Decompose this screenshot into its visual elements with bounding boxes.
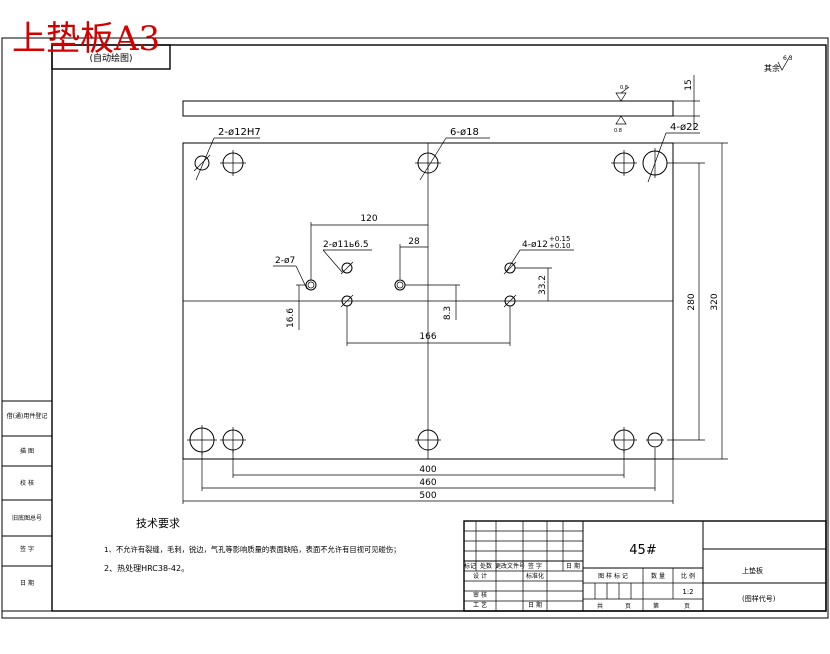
svg-text:标记: 标记 bbox=[464, 562, 476, 570]
svg-text:166: 166 bbox=[419, 332, 436, 342]
svg-text:工 艺: 工 艺 bbox=[473, 601, 487, 609]
dim-120: 120 bbox=[310, 214, 428, 280]
svg-text:500: 500 bbox=[419, 491, 436, 501]
svg-text:460: 460 bbox=[419, 478, 436, 488]
dim-400: 400 bbox=[232, 450, 625, 478]
svg-text:旧底图总号: 旧底图总号 bbox=[12, 514, 42, 522]
svg-text:处数: 处数 bbox=[480, 562, 492, 570]
svg-text:页: 页 bbox=[625, 603, 631, 610]
svg-text:更改文件号: 更改文件号 bbox=[495, 562, 525, 570]
dim-500: 500 bbox=[182, 459, 674, 504]
svg-text:比 例: 比 例 bbox=[681, 572, 695, 580]
title-block: 45# 上垫板 (图样代号) 标记 处数 更改文件号 签 字 日 期 设 计 标… bbox=[463, 520, 827, 612]
svg-text:6-ø18: 6-ø18 bbox=[450, 127, 479, 138]
roughness-top-symbol: 0.8 bbox=[615, 85, 630, 102]
svg-text:2-ø11ь6.5: 2-ø11ь6.5 bbox=[323, 240, 369, 250]
dim-460: 460 bbox=[201, 448, 656, 491]
roughness-bottom-symbol: 0.8 bbox=[614, 115, 627, 134]
svg-text:校 核: 校 核 bbox=[20, 479, 34, 487]
dim-thickness: 15 bbox=[684, 79, 694, 90]
svg-text:+0.10: +0.10 bbox=[549, 242, 570, 250]
drawing-number: (图样代号) bbox=[742, 594, 776, 603]
svg-text:审 核: 审 核 bbox=[473, 591, 487, 599]
dim-28: 28 bbox=[399, 237, 428, 279]
svg-text:签 字: 签 字 bbox=[20, 545, 34, 553]
svg-text:描 图: 描 图 bbox=[20, 447, 34, 455]
leader-18: 6-ø18 bbox=[419, 127, 490, 181]
roughness-other-label: 其余 bbox=[764, 63, 780, 73]
svg-text:320: 320 bbox=[710, 293, 720, 310]
svg-text:33.2: 33.2 bbox=[538, 275, 548, 295]
tech-heading: 技术要求 bbox=[136, 517, 180, 530]
svg-text:280: 280 bbox=[687, 293, 697, 310]
stamp-label: (自动绘图) bbox=[89, 52, 132, 64]
dim-83: 8.3 bbox=[405, 284, 460, 320]
svg-text:8.3: 8.3 bbox=[443, 306, 453, 320]
svg-text:28: 28 bbox=[408, 237, 420, 247]
sheet-title: 上垫板A3 bbox=[12, 19, 160, 59]
tech-item-2: 2、热处理HRC38-42。 bbox=[104, 563, 189, 573]
svg-text:数 量: 数 量 bbox=[651, 572, 665, 580]
svg-text:日 期: 日 期 bbox=[20, 579, 34, 587]
svg-text:0.8: 0.8 bbox=[620, 85, 628, 91]
dim-16: 16.6 bbox=[286, 284, 306, 330]
leader-7: 2-ø7 bbox=[273, 256, 308, 290]
svg-text:标准化: 标准化 bbox=[526, 572, 544, 580]
svg-text:0.8: 0.8 bbox=[614, 128, 622, 134]
svg-text:日 期: 日 期 bbox=[528, 601, 542, 609]
svg-text:120: 120 bbox=[360, 214, 377, 224]
dim-280: 280 bbox=[667, 162, 705, 441]
svg-text:+0.15: +0.15 bbox=[549, 235, 570, 243]
dim-33: 33.2 bbox=[515, 267, 552, 301]
inner-border bbox=[51, 44, 827, 612]
dim-166: 166 bbox=[346, 306, 511, 346]
svg-text:2-ø7: 2-ø7 bbox=[275, 256, 295, 266]
bottom-hole-row bbox=[187, 425, 664, 455]
material: 45# bbox=[629, 543, 656, 558]
svg-text:签 字: 签 字 bbox=[528, 562, 542, 570]
roughness-other-symbol: 其余 6.3 bbox=[764, 55, 793, 73]
leader-12tol: 4-ø12 +0.15 +0.10 bbox=[505, 235, 574, 273]
svg-text:图 样 标 记: 图 样 标 记 bbox=[598, 572, 628, 580]
svg-text:400: 400 bbox=[419, 465, 436, 475]
top-hole-row bbox=[193, 148, 668, 178]
svg-text:1:2: 1:2 bbox=[682, 588, 693, 596]
side-view bbox=[182, 100, 674, 117]
tech-requirements: 技术要求 1、不允许有裂缝，毛刺，锐边，气孔等影响质量的表面缺陷，表面不允许有目… bbox=[104, 517, 401, 573]
leader-12h7: 2-ø12H7 bbox=[195, 127, 261, 181]
svg-text:16.6: 16.6 bbox=[286, 308, 296, 328]
svg-text:4-ø12: 4-ø12 bbox=[522, 240, 548, 250]
svg-text:第: 第 bbox=[653, 602, 659, 610]
center-hole-group bbox=[305, 261, 517, 308]
svg-text:共: 共 bbox=[597, 602, 603, 610]
outer-border bbox=[1, 37, 829, 619]
leader-11b: 2-ø11ь6.5 bbox=[322, 240, 372, 273]
svg-text:4-ø22: 4-ø22 bbox=[670, 122, 699, 133]
svg-text:日 期: 日 期 bbox=[566, 562, 580, 570]
svg-text:2-ø12H7: 2-ø12H7 bbox=[218, 127, 261, 138]
dim-320: 320 bbox=[673, 142, 728, 460]
tech-item-1: 1、不允许有裂缝，毛刺，锐边，气孔等影响质量的表面缺陷，表面不允许有目视可见碰伤… bbox=[104, 545, 401, 554]
stamp-box bbox=[51, 44, 171, 70]
svg-text:设 计: 设 计 bbox=[473, 572, 487, 580]
leader-22: 4-ø22 bbox=[647, 122, 700, 183]
roughness-other-value: 6.3 bbox=[783, 55, 793, 62]
svg-text:借(通)用件登记: 借(通)用件登记 bbox=[7, 412, 48, 420]
left-registration-column: 借(通)用件登记 描 图 校 核 旧底图总号 签 字 日 期 bbox=[1, 400, 53, 612]
part-name: 上垫板 bbox=[742, 566, 763, 575]
svg-text:页: 页 bbox=[684, 603, 690, 610]
